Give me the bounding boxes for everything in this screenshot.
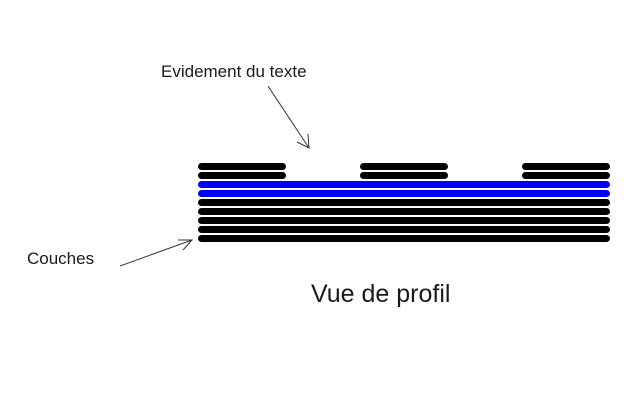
black-layer-8 (198, 235, 610, 242)
black-layer-1-seg-1 (360, 172, 448, 179)
black-layer-0-seg-2 (522, 163, 610, 170)
black-layer-5 (198, 208, 610, 215)
blue-layer-2 (198, 181, 610, 188)
layers-label: Couches (27, 249, 95, 268)
black-layer-7 (198, 226, 610, 233)
engraving-arrowhead-icon (296, 133, 310, 149)
layers-arrow (119, 239, 193, 267)
black-layer-1-seg-0 (198, 172, 286, 179)
blue-layer-3 (198, 190, 610, 197)
black-layer-4 (198, 199, 610, 206)
engraving-label: Evidement du texte (161, 62, 307, 81)
layers-arrowhead-icon (178, 239, 194, 251)
engraving-arrow (267, 85, 310, 149)
caption-profile-view: Vue de profil (311, 280, 451, 308)
black-layer-1-seg-2 (522, 172, 610, 179)
black-layer-6 (198, 217, 610, 224)
black-layer-0-seg-1 (360, 163, 448, 170)
black-layer-0-seg-0 (198, 163, 286, 170)
